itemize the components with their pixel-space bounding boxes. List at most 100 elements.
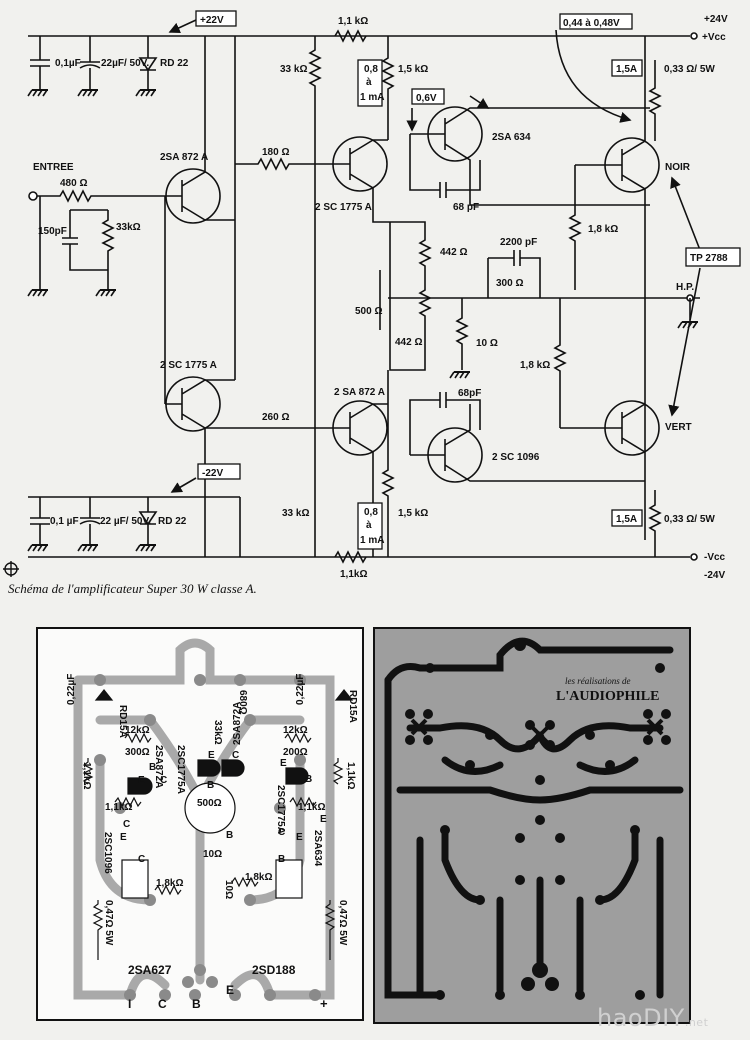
cur-out-bot: 1,5A [616,514,637,525]
pcb-r-11k-l2: 1,1kΩ [105,802,132,813]
pcb-pin-0: E [138,775,145,786]
watermark-main: haoDIY [597,1004,685,1032]
input-label: ENTREE [33,162,74,173]
q-out-type-label: TP 2788 [690,253,728,264]
pcb-pin-15: E [320,814,327,825]
pcb-out-l: 2SA627 [128,963,172,977]
c-fb-label: 2200 pF [500,237,537,248]
pcb-pin-14: C [123,819,130,830]
q-drv-top-label: 2SA 634 [492,132,531,143]
q-out-top-label: NOIR [665,162,691,173]
pcb-term-m: C [158,997,167,1011]
q-in-bot-label: 2 SC 1775 A [160,360,217,371]
pcb-cap-r: 0,22µF [295,674,306,705]
c-drv-top-label: 68 pF [453,202,479,213]
cur-bot-1: à [366,520,372,531]
pos-box-label: +22V [200,15,224,26]
r-18-top-label: 1,8 kΩ [588,224,618,235]
pcb-r-11k-l: 1,1kΩ [81,762,92,789]
pcb-q-drv-r: 2SA634 [312,830,323,867]
r-top-right-label: 1,5 kΩ [398,64,428,75]
q-out-bot-label: VERT [665,422,692,433]
top-c2-label: 22µF/ 50V. [101,58,149,69]
cur-top-2: 1 mA [360,92,384,103]
pcb-term-b: B [192,997,201,1011]
pcb-pin-3: E [208,750,215,761]
pcb-r-10b: 10Ω [223,880,234,899]
pcb-component-layout: 0,22µF RD15A 0,22µF RD15A 33kΩ 680Ω 12kΩ… [36,627,364,1021]
r-10-label: 10 Ω [476,338,498,349]
neg-supply-label: -24V [704,570,725,581]
c-drv-bot-label: 68pF [458,388,481,399]
pcb-q-drv-l: 2SC1096 [102,832,113,874]
bot-c2-label: 22 µF/ 50V. [100,516,151,527]
q-mid-bot-label: 2 SA 872 A [334,387,385,398]
top-zener-label: RD 22 [160,58,189,69]
pcb-q-l2: 2SA872A [153,745,164,788]
pcb-q-l1: 2SC1775A [175,745,186,794]
r-bot-feed-label: 1,1kΩ [340,569,367,580]
pcb-q-r1: 2SA872A [232,702,243,745]
input-r-label: 480 Ω [60,178,87,189]
pcb-pin-9: C [138,854,145,865]
bot-c1-label: 0,1 µF [50,516,79,527]
pcb-r-18k-l: 1,8kΩ [156,878,183,889]
pcb-zener-r: RD15A [347,690,358,723]
watermark-sub: .net [684,1016,709,1029]
r-fb-label: 300 Ω [496,278,523,289]
r-link-top-label: 180 Ω [262,147,289,158]
pos-vcc-label: +Vcc [702,32,726,43]
pcb-r-680: 680Ω [237,690,248,715]
pcb-pin-6: B [305,774,312,785]
r-bot-right-label: 1,5 kΩ [398,508,428,519]
pcb-pin-13: C [278,827,285,838]
schematic [27,19,701,564]
r-top-feed-label: 1,1 kΩ [338,16,368,27]
pcb-copper-layout: les réalisations de L'AUDIOPHILE [373,627,691,1024]
pcb-pin-10: E [120,832,127,843]
pcb-r-em-r: 0,47Ω 5W [337,900,348,946]
pcb-r-12k-r: 12kΩ [283,725,308,736]
neg-box-label: -22V [202,468,223,479]
cur-out-top: 1,5A [616,64,637,75]
cur-top-0: 0,8 [364,64,378,75]
pcb-out-r: 2SD188 [252,963,296,977]
brand-top: les réalisations de [565,676,631,686]
pcb-pin-2: C [160,775,167,786]
pcb-r-12k-l: 12kΩ [125,725,150,736]
pcb-r-300-l: 300Ω [125,747,150,758]
pcb-pin-4: B [207,780,214,791]
neg-vcc-label: -Vcc [704,552,726,563]
input-r-shunt-label: 33kΩ [116,222,141,233]
q-mid-top-label: 2 SC 1775 A [315,202,372,213]
cur-bot-2: 1 mA [360,535,384,546]
r-18-bot-label: 1,8 kΩ [520,360,550,371]
input-c-label: 150pF [38,226,67,237]
q-in-top-label: 2SA 872 A [160,152,208,163]
pcb-r-11k-r2: 1,1kΩ [298,802,325,813]
pcb-pin-7: E [280,758,287,769]
r-emit-top-label: 0,33 Ω/ 5W [664,64,715,75]
pcb-pin-12: B [278,854,285,865]
pcb-zener-l: RD15A [117,705,128,738]
pcb-term-l: I [128,997,131,1011]
watermark: haoDIY.net [597,1004,708,1032]
pcb-r-300-r: 200Ω [283,747,308,758]
r-bot-left-label: 33 kΩ [282,508,309,519]
bot-zener-label: RD 22 [158,516,187,527]
schematic-caption: Schéma de l'amplificateur Super 30 W cla… [8,581,257,596]
brand-main: L'AUDIOPHILE [556,689,659,704]
bias-box-label: 0,44 à 0,48V [563,18,620,29]
pcb-pin-8: B [226,830,233,841]
pcb-r-10: 10Ω [203,849,222,860]
pot-label: 500 Ω [355,306,382,317]
pcb-cap-l: 0,22µF [66,674,77,705]
output-label: H.P. [676,282,694,293]
r-emit-bot-label: 0,33 Ω/ 5W [664,514,715,525]
pcb-r-em-l: 0,47Ω 5W [103,900,114,946]
q-drv-bot-label: 2 SC 1096 [492,452,540,463]
r-link-bot-label: 260 Ω [262,412,289,423]
volt-box-label: 0,6V [416,93,437,104]
